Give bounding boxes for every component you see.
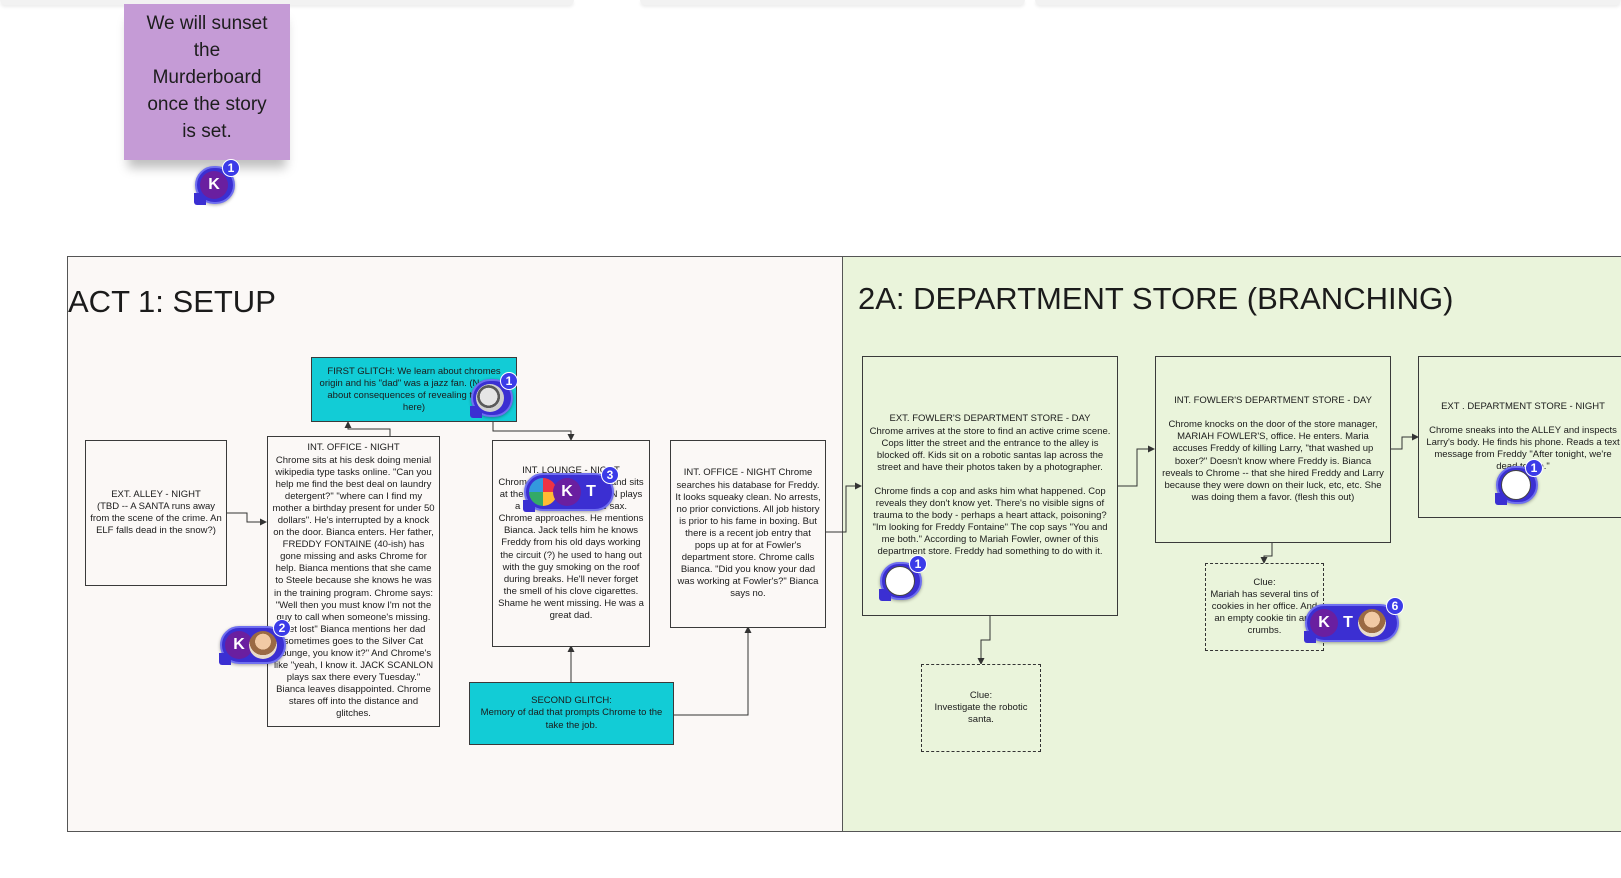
avatar-k: K bbox=[1310, 609, 1338, 637]
card-second-glitch[interactable]: SECOND GLITCH: Memory of dad that prompt… bbox=[469, 682, 674, 745]
comment-count-badge: 1 bbox=[222, 159, 240, 177]
comment-bubble-office[interactable]: K 2 bbox=[219, 619, 291, 665]
frame-title-act1: ACT 1: SETUP bbox=[68, 284, 276, 319]
comment-bubble-lounge[interactable]: K T 3 bbox=[523, 466, 619, 512]
comment-tail bbox=[1495, 493, 1507, 505]
avatar-k: K bbox=[553, 478, 581, 506]
photo-avatar-icon bbox=[249, 631, 277, 659]
comment-count-badge: 2 bbox=[273, 619, 291, 637]
comment-bubble-sticky[interactable]: K 1 bbox=[194, 159, 240, 205]
avatar-t: T bbox=[1343, 614, 1353, 631]
comment-tail bbox=[470, 406, 482, 418]
top-edge bbox=[640, 0, 1025, 5]
comment-count-badge: 1 bbox=[500, 372, 518, 390]
comment-count-badge: 1 bbox=[909, 555, 927, 573]
sticky-note[interactable]: We will sunset the Murderboard once the … bbox=[124, 4, 290, 160]
comment-count-badge: 3 bbox=[601, 466, 619, 484]
comment-count-badge: 1 bbox=[1525, 459, 1543, 477]
top-edge bbox=[0, 0, 574, 5]
avatar-k: K bbox=[200, 171, 228, 199]
card-alley[interactable]: EXT. ALLEY - NIGHT (TBD -- A SANTA runs … bbox=[85, 440, 227, 586]
card-office-night-2[interactable]: INT. OFFICE - NIGHT Chrome searches his … bbox=[670, 440, 826, 628]
comment-bubble-first-glitch[interactable]: 1 bbox=[470, 372, 518, 418]
card-fowlers-ext[interactable]: EXT. FOWLER'S DEPARTMENT STORE - DAY Chr… bbox=[862, 356, 1118, 616]
comment-tail bbox=[523, 500, 535, 512]
photo-avatar-icon bbox=[1358, 609, 1386, 637]
avatar-k: K bbox=[225, 631, 253, 659]
card-clue-santa[interactable]: Clue: Investigate the robotic santa. bbox=[921, 664, 1041, 752]
comment-count-badge: 6 bbox=[1386, 597, 1404, 615]
comment-tail bbox=[194, 193, 206, 205]
top-edge bbox=[1035, 0, 1621, 5]
comment-tail bbox=[879, 589, 891, 601]
comment-tail bbox=[219, 653, 231, 665]
avatar-t: T bbox=[586, 483, 596, 500]
comment-tail bbox=[1304, 631, 1316, 643]
comment-bubble-store-night[interactable]: 1 bbox=[1495, 459, 1543, 505]
cartoon-avatar-icon bbox=[1501, 470, 1531, 500]
colorful-avatar-icon bbox=[529, 478, 557, 506]
comment-bubble-fowlers-ext[interactable]: 1 bbox=[879, 555, 927, 601]
card-fowlers-int[interactable]: INT. FOWLER'S DEPARTMENT STORE - DAY Chr… bbox=[1155, 356, 1391, 543]
frame-title-act2a: 2A: DEPARTMENT STORE (BRANCHING) bbox=[858, 281, 1454, 316]
card-office-night[interactable]: INT. OFFICE - NIGHT Chrome sits at his d… bbox=[267, 436, 440, 727]
comment-bubble-clue-mariah[interactable]: K T 6 bbox=[1304, 597, 1404, 643]
cartoon-avatar-icon bbox=[885, 566, 915, 596]
robot-avatar-icon bbox=[476, 384, 504, 412]
card-lounge[interactable]: INT. LOUNGE - NIGHT Chrome enters the lo… bbox=[492, 440, 650, 647]
